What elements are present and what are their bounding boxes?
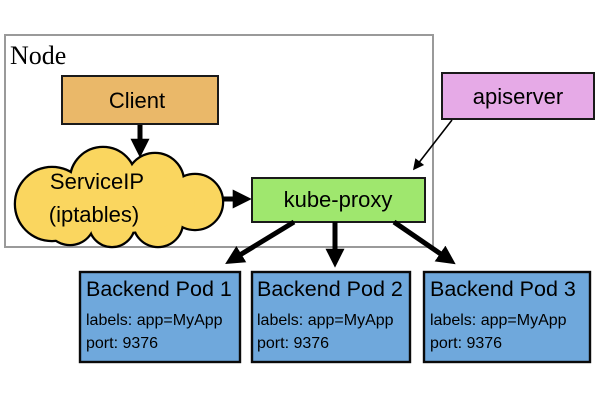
- arrow-apiserver-to-kubeproxy: [412, 119, 453, 171]
- pod-1-labels: labels: app=MyApp: [86, 312, 223, 329]
- node-label: Node: [10, 41, 66, 70]
- pod-2-port: port: 9376: [257, 335, 329, 352]
- pod-2-title: Backend Pod 2: [257, 277, 403, 301]
- serviceip-cloud: [13, 145, 225, 249]
- pod-3-title: Backend Pod 3: [430, 277, 576, 301]
- pod-3-labels: labels: app=MyApp: [430, 312, 567, 329]
- client-box: Client: [61, 75, 219, 125]
- pod-3-port: port: 9376: [430, 335, 502, 352]
- kube-proxy-box: kube-proxy: [251, 177, 426, 223]
- pod-1-port: port: 9376: [86, 335, 158, 352]
- pod-1-title: Backend Pod 1: [86, 277, 232, 301]
- backend-pod-3: Backend Pod 3 labels: app=MyApp port: 93…: [422, 270, 592, 364]
- pod-2-labels: labels: app=MyApp: [257, 312, 394, 329]
- serviceip-label-line2: (iptables): [49, 202, 139, 227]
- backend-pod-1: Backend Pod 1 labels: app=MyApp port: 93…: [78, 270, 242, 364]
- apiserver-box: apiserver: [441, 72, 595, 120]
- kube-proxy-label: kube-proxy: [284, 187, 393, 212]
- backend-pod-2: Backend Pod 2 labels: app=MyApp port: 93…: [250, 270, 412, 364]
- apiserver-label: apiserver: [473, 84, 563, 109]
- serviceip-label-line1: ServiceIP: [50, 169, 144, 194]
- arrow-kubeproxy-to-pod3: [392, 219, 456, 265]
- client-label: Client: [109, 88, 165, 113]
- arrow-kubeproxy-to-pod1: [225, 219, 296, 264]
